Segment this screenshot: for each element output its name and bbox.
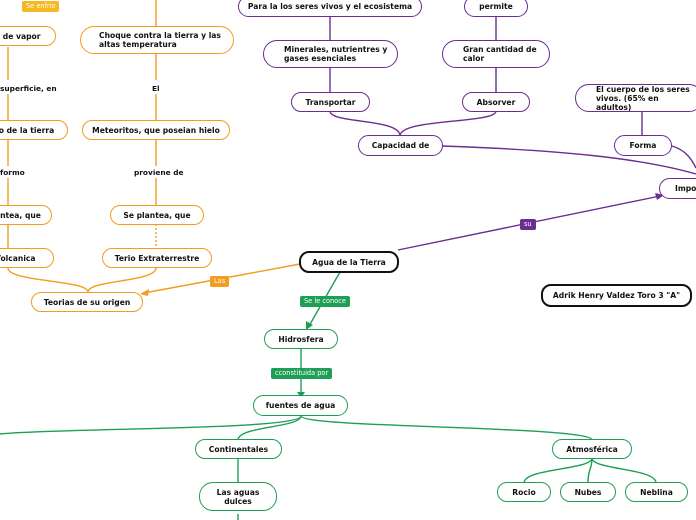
arrowhead-teorias	[140, 289, 149, 296]
edge-terio-teorias	[87, 267, 157, 293]
link-label-el: El	[152, 84, 160, 93]
node-hidrosfera[interactable]: Hidrosfera	[264, 329, 338, 349]
node-nubes[interactable]: Nubes	[560, 482, 616, 502]
node-cuerpo[interactable]: El cuerpo de los seres vivos. (65% en ad…	[575, 84, 696, 112]
edge-volcanica-teorias	[7, 267, 89, 293]
edge-fuentes-left	[0, 415, 302, 435]
edge-atmos-rocio	[523, 457, 593, 484]
node-se-plantea[interactable]: Se plantea, que	[110, 205, 204, 225]
node-terio[interactable]: Terio Extraterrestre	[102, 248, 212, 268]
node-seres-vivos[interactable]: Para la los seres vivos y el ecosistema	[238, 0, 422, 17]
link-label-superficie: superficie, en	[0, 84, 57, 93]
link-label-se-le-conoce: Se le conoce	[300, 296, 350, 307]
node-capacidad[interactable]: Capacidad de	[358, 135, 443, 156]
node-forma[interactable]: Forma	[614, 135, 672, 156]
link-label-constituida: cconstituida por	[271, 368, 333, 379]
node-fuentes[interactable]: fuentes de agua	[253, 395, 348, 416]
node-rocio[interactable]: Rocio	[497, 482, 551, 502]
node-teorias[interactable]: Teorias de su origen	[31, 292, 143, 312]
node-vapor[interactable]: a de vapor	[0, 26, 56, 46]
node-volcanica[interactable]: Volcanica	[0, 248, 54, 268]
link-label-se-enfrio: Se enfrio	[22, 1, 60, 12]
node-minerales[interactable]: Minerales, nutrientres y gases esenciale…	[263, 40, 398, 68]
node-tierra[interactable]: ro de la tierra	[0, 120, 68, 140]
node-transportar[interactable]: Transportar	[291, 92, 370, 112]
node-absorver[interactable]: Absorver	[462, 92, 530, 112]
arrowhead-hidrosfera	[306, 321, 313, 330]
edge-transportar-capacidad	[329, 110, 401, 137]
node-aguas-dulces[interactable]: Las aguas dulces	[199, 482, 277, 511]
edge-fuentes-continentales	[237, 415, 302, 441]
node-meteoritos[interactable]: Meteoritos, que poseian hielo	[82, 120, 230, 140]
node-permite[interactable]: permite	[464, 0, 528, 17]
node-atmosferica[interactable]: Atmosférica	[552, 439, 632, 459]
link-label-formo: formo	[0, 168, 25, 177]
edge-atmos-nubes	[587, 457, 593, 484]
central-topic[interactable]: Agua de la Tierra	[299, 251, 399, 273]
node-choque[interactable]: Choque contra la tierra y las altas temp…	[80, 26, 234, 54]
node-plantea-left[interactable]: antea, que	[0, 205, 52, 225]
edge-forma-impo	[671, 145, 696, 169]
node-neblina[interactable]: Neblina	[625, 482, 688, 502]
link-label-proviene: proviene de	[134, 168, 184, 177]
edge-absorver-capacidad	[399, 110, 497, 137]
node-continentales[interactable]: Continentales	[195, 439, 282, 459]
edge-atmos-neblina	[591, 457, 657, 484]
link-label-su: su	[520, 219, 536, 230]
edge-fuentes-atmosferica	[300, 415, 593, 441]
author-box[interactable]: Adrik Henry Valdez Toro 3 "A"	[541, 284, 692, 307]
link-label-las: Las	[210, 276, 230, 287]
edge-capacidad-impo	[441, 145, 696, 175]
node-impo[interactable]: Impo	[659, 178, 696, 199]
node-gran-cantidad[interactable]: Gran cantidad de calor	[442, 40, 550, 68]
